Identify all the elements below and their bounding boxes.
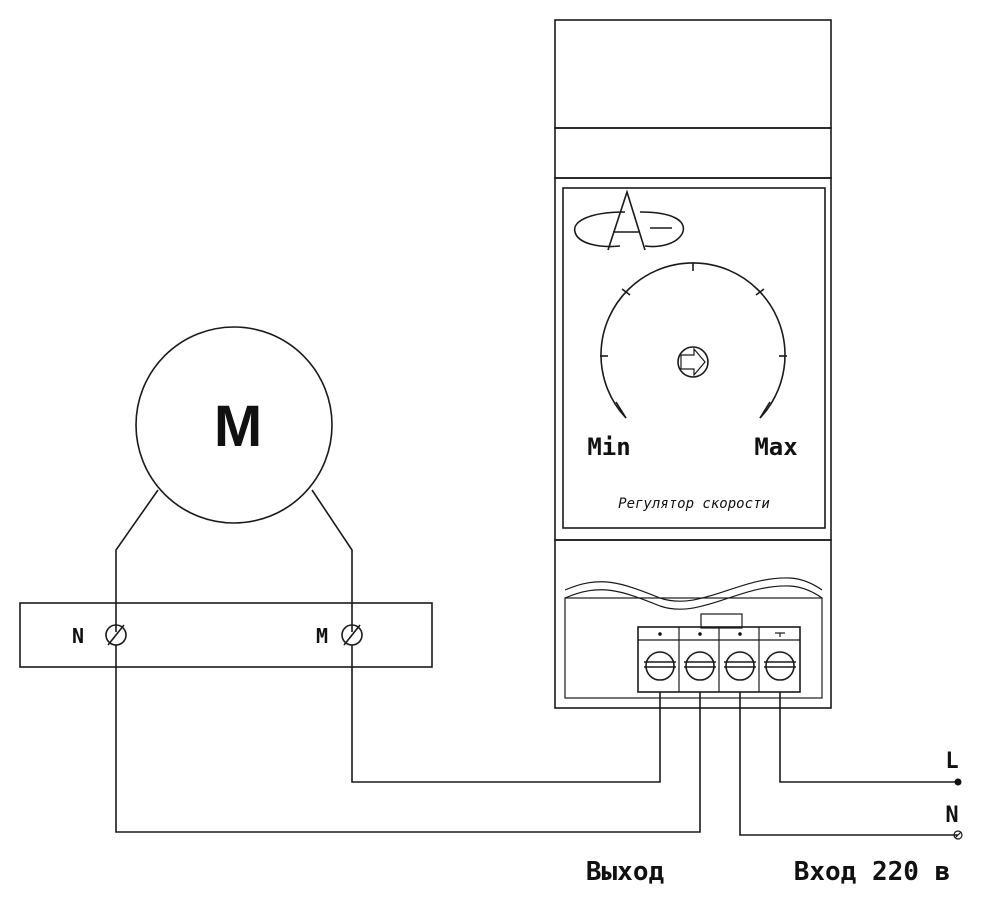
terminal-screw-3 <box>724 651 756 681</box>
terminal-bridge <box>700 613 743 629</box>
motor-lead-left <box>115 489 159 632</box>
regulator-terminal-strip <box>637 626 801 693</box>
motor-circle <box>135 326 333 524</box>
terminal-screw-2 <box>684 651 716 681</box>
terminal-label-m: M <box>316 624 328 648</box>
scale-tick <box>621 288 631 296</box>
min-label: Min <box>587 433 630 461</box>
wire-motor-m-to-output <box>351 645 661 783</box>
regulator-front-panel <box>562 187 826 529</box>
wire-mains-neutral <box>739 692 958 836</box>
wire-motor-n-to-output <box>115 645 701 833</box>
regulator-body <box>554 177 832 541</box>
motor-symbol: M <box>214 394 262 459</box>
manufacturer-logo <box>573 189 685 251</box>
speed-knob-scale <box>600 262 787 419</box>
scale-arc <box>600 262 786 419</box>
wire-mains-line <box>779 692 958 783</box>
mains-neutral-terminal <box>953 830 963 840</box>
motor-lead-right <box>311 489 353 632</box>
terminal-compartment <box>564 597 823 699</box>
regulator-neck-section <box>554 127 832 179</box>
mains-line-terminal <box>954 778 962 786</box>
terminal-label-n: N <box>72 624 84 648</box>
input-caption: Вход 220 в <box>794 857 951 887</box>
terminal-screw-4 <box>764 651 796 681</box>
speed-regulator: Min Max Регулятор скорости <box>554 19 832 709</box>
terminal-screw-1 <box>644 651 676 681</box>
regulator-top-section <box>554 19 832 129</box>
output-caption: Выход <box>586 857 664 887</box>
terminal-block: N M <box>19 602 433 668</box>
mains-connection: L N <box>945 749 963 840</box>
mains-line-label: L <box>945 749 958 774</box>
max-label: Max <box>754 433 797 461</box>
motor: M <box>115 326 353 632</box>
cover-cut-line-inner <box>564 585 823 610</box>
regulator-terminal-section <box>554 539 832 709</box>
terminal-block-body <box>19 602 433 668</box>
wiring <box>115 645 958 836</box>
device-title: Регулятор скорости <box>618 496 770 512</box>
cover-cut-line <box>564 577 823 602</box>
speed-knob[interactable] <box>677 346 709 378</box>
scale-tick <box>755 288 765 296</box>
mains-neutral-label: N <box>945 803 958 828</box>
